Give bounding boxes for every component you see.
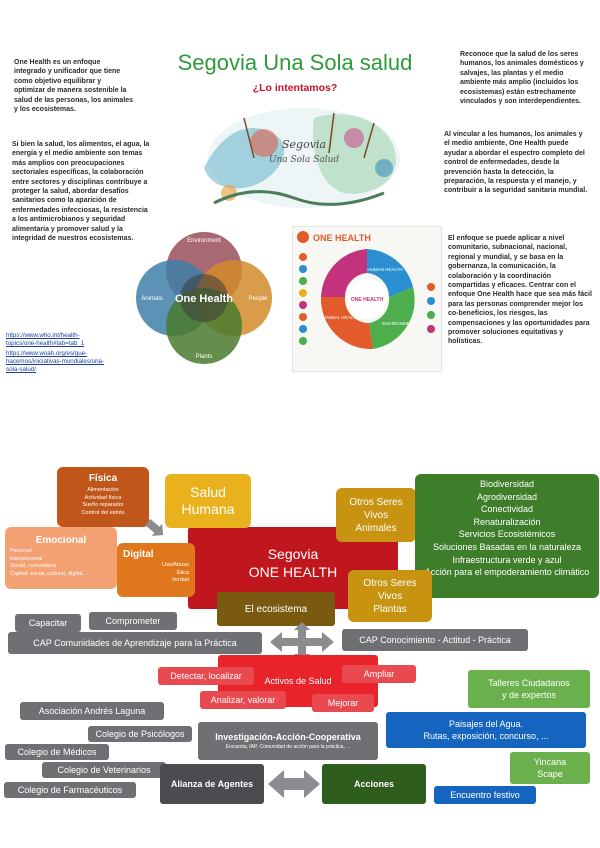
venn-bottom-label: Plants [196, 354, 213, 360]
biodiversidad-box: Biodiversidad Agrodiversidad Conectivida… [415, 474, 599, 598]
one-health-infographic: ONE HEALTH ONE HEALTH HUMAN HEALTH ANIMA… [292, 226, 442, 372]
venn-left-label: Animals [141, 296, 162, 302]
salud-humana-box: Salud Humana [165, 474, 251, 528]
digital-box: Digital Uso/Abuso Ética Verdad [117, 543, 195, 597]
talleres-box: Talleres Ciudadanos y de expertos [468, 670, 590, 708]
digital-item: Ética [176, 569, 189, 576]
bio-item: Renaturalización [473, 516, 541, 527]
emocional-box: Emocional Personal Interpersonal Social,… [5, 527, 117, 589]
colegio-psicologos-box: Colegio de Psicólogos [88, 726, 192, 742]
infographic-title: ONE HEALTH [313, 233, 371, 243]
ecosistema-box: El ecosistema [217, 592, 335, 626]
emocional-title: Emocional [35, 535, 87, 546]
capacitar-box: Capacitar [15, 614, 81, 632]
cap-conocimiento-box: CAP Conocimiento - Actitud - Práctica [342, 629, 528, 651]
investigacion-box: Investigación-Acción-Cooperativa Encuest… [198, 722, 378, 760]
asociacion-box: Asociación Andrés Laguna [20, 702, 164, 720]
colegio-farmaceuticos-box: Colegio de Farmacéuticos [4, 782, 136, 798]
ampliar-box: Ampliar [342, 665, 416, 683]
digital-item: Uso/Abuso [162, 562, 189, 568]
colegio-veterinarios-box: Colegio de Veterinarios [42, 762, 166, 778]
right-paragraph-2: Al vincular a los humanos, los animales … [444, 131, 588, 195]
fisica-item: Actividad física [84, 494, 122, 501]
left-paragraph-1: One Health es un enfoque integrado y uni… [14, 59, 134, 114]
emocional-item: Social, comunitaria [10, 563, 57, 569]
right-paragraph-1: Reconoce que la salud de los seres human… [460, 51, 584, 106]
encuentro-box: Encuentro festivo [434, 786, 536, 804]
infographic-human: HUMAN HEALTH [367, 267, 402, 272]
who-link[interactable]: https://www.who.int/health-topics/one-he… [6, 332, 85, 347]
alianza-box: Alianza de Agentes [160, 764, 264, 804]
fisica-box: Física Alimentación Actividad física Sue… [57, 467, 149, 527]
otros-plantas-box: Otros Seres Vivos Plantas [348, 570, 432, 622]
one-health-venn: One Health Environment Animals People Pl… [134, 228, 274, 368]
four-way-arrow-icon [266, 622, 338, 662]
digital-title: Digital [123, 549, 154, 560]
acciones-box: Acciones [322, 764, 426, 804]
infographic-environment: ENVIRONMENT [382, 321, 416, 326]
paisajes-box: Paisajes del Agua. Rutas, exposición, co… [386, 712, 586, 748]
connector-arrows-icon [138, 518, 168, 548]
watercolor-illustration: Segovia Una Sola Salud [184, 98, 424, 220]
emocional-item: Personal [10, 548, 32, 554]
bio-item: Conectividad [480, 504, 534, 515]
bio-item: Acción para el empoderamiento climático [424, 567, 590, 578]
double-arrow-icon [266, 766, 322, 802]
digital-item: Verdad [171, 577, 189, 583]
emocional-item: Capital: social, cultural, digital, ... [10, 570, 91, 577]
fisica-item: Alimentación [87, 487, 119, 493]
fisica-item: Sueño reparador [82, 502, 124, 508]
center-line-1: Segovia [267, 546, 319, 562]
detectar-box: Detectar, localizar [158, 667, 254, 685]
investigacion-title: Investigación-Acción-Cooperativa [215, 732, 361, 742]
infographic-center: ONE HEALTH [351, 297, 384, 303]
venn-top-label: Environment [187, 238, 221, 244]
mejorar-box: Mejorar [312, 694, 374, 712]
page-title: Segovia Una Sola salud [177, 50, 413, 75]
venn-center-label: One Health [175, 293, 233, 305]
venn-right-label: People [249, 296, 268, 302]
center-line-2: ONE HEALTH [248, 564, 338, 580]
cap-comunidades-box: CAP Comunidades de Aprendizaje para la P… [8, 632, 262, 654]
left-paragraph-2: Si bien la salud, los alimentos, el agua… [12, 141, 150, 243]
otros-animales-box: Otros Seres Vivos Animales [336, 488, 416, 542]
svg-text:Una Sola Salud: Una Sola Salud [269, 155, 340, 165]
fisica-item: Control del estrés [81, 509, 125, 516]
yincana-box: Yincana Scape [510, 752, 590, 784]
svg-text:Segovia: Segovia [282, 138, 326, 151]
fisica-title: Física [88, 473, 118, 484]
comprometer-box: Comprometer [89, 612, 177, 630]
analizar-box: Analizar, valorar [200, 691, 286, 709]
bio-item: Infraestructura verde y azul [452, 554, 562, 565]
emocional-item: Interpersonal [10, 555, 43, 562]
bio-item: Biodiversidad [479, 479, 535, 489]
infographic-animal: ANIMAL HEALTH [323, 315, 358, 320]
bio-item: Servicios Ecosistémicos [458, 529, 556, 540]
page-subtitle: ¿Lo intentamos? [252, 82, 338, 94]
bio-item: Agrodiversidad [476, 491, 538, 502]
right-paragraph-3: El enfoque se puede aplicar a nivel comu… [448, 235, 592, 346]
investigacion-sub: Encuesta, IAP, Comunidad de acción para … [225, 744, 351, 750]
woah-link[interactable]: https://www.woah.org/es/que-hacemos/inic… [6, 350, 105, 373]
bio-item: Soluciones Basadas en la naturaleza [432, 541, 582, 552]
colegio-medicos-box: Colegio de Médicos [5, 744, 109, 760]
